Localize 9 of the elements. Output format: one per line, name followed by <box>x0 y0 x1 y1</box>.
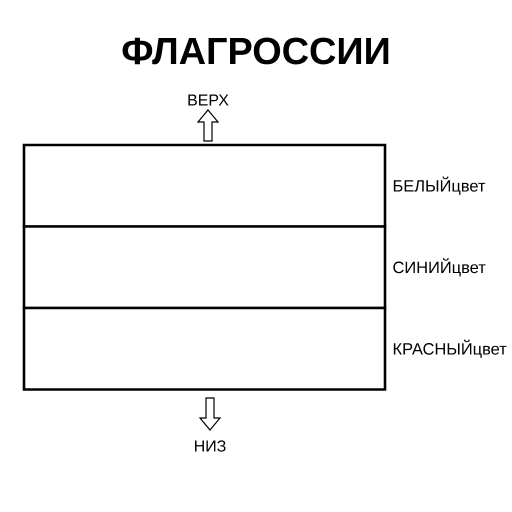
color-label: БЕЛЫЙцвет <box>394 176 486 195</box>
title: ФЛАГРОССИИ <box>122 38 388 64</box>
color-label: СИНИЙцвет <box>393 258 486 276</box>
stripe-box <box>22 306 386 391</box>
direction-label: НИЗ <box>195 440 226 452</box>
color-label: КРАСНЫЙцвет <box>394 340 506 358</box>
direction-label: ВЕРХ <box>188 94 229 106</box>
stripe-box <box>22 225 386 310</box>
stripe-box <box>22 144 386 228</box>
